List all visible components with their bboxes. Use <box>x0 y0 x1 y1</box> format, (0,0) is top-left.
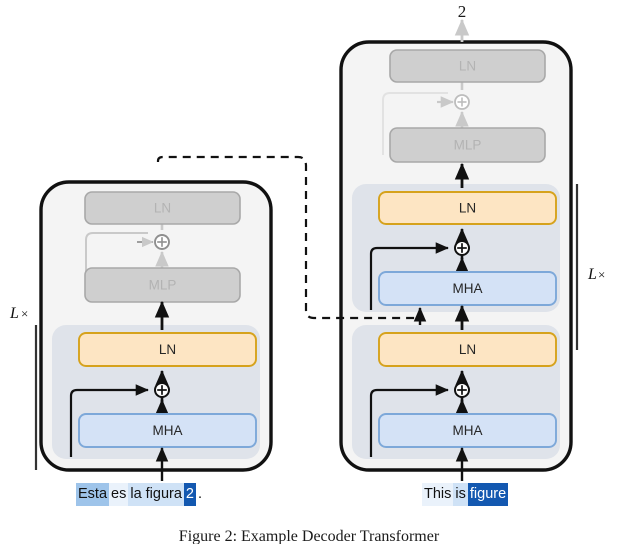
encoder-input-token: 2 <box>183 483 196 506</box>
decoder-self-residual-path <box>369 384 449 457</box>
encoder-input-token: Esta <box>76 483 110 506</box>
encoder-faded-ln-label: LN <box>154 201 171 216</box>
decoder-self-ln-box <box>378 332 557 367</box>
encoder-mha-label: MHA <box>153 423 183 438</box>
encoder-input-token: . <box>198 486 203 502</box>
decoder-self-ln-label: LN <box>459 342 476 357</box>
encoder-faded-residual-path <box>85 232 148 296</box>
figure-caption: Figure 2: Example Decoder Transformer <box>179 528 440 544</box>
decoder-faded-mlp-box <box>389 127 546 163</box>
decoder-target-block: LN MLP LN MHA <box>339 18 605 481</box>
decoder-faded-section: LN MLP <box>382 49 546 163</box>
encoder-active-section: LN MHA <box>52 300 260 459</box>
decoder-repeat-times: × <box>598 267 605 282</box>
encoder-faded-section: LN MLP <box>84 191 241 303</box>
encoder-repeat-label: L <box>9 305 19 322</box>
decoder-cross-mha-label: MHA <box>453 281 483 296</box>
decoder-faded-mlp-label: MLP <box>454 138 482 153</box>
decoder-input-token: This <box>422 483 454 506</box>
encoder-to-decoder-dashed-connector <box>156 155 420 320</box>
encoder-faded-ln-box <box>84 191 241 225</box>
decoder-input-token: is <box>453 483 468 506</box>
encoder-ln-label: LN <box>159 342 176 357</box>
encoder-ln-box <box>78 332 257 367</box>
encoder-input-token: figura <box>143 483 184 506</box>
decoder-cross-ln-label: LN <box>459 201 476 216</box>
decoder-self-mha-label: MHA <box>453 423 483 438</box>
encoder-faded-mlp-label: MLP <box>149 278 177 293</box>
encoder-mha-box <box>78 413 257 448</box>
decoder-cross-attention-section: LN MHA <box>352 162 560 328</box>
decoder-input-token-row: This is figure <box>422 483 509 506</box>
encoder-source-block: LN MLP LN MHA <box>9 180 273 481</box>
output-token: 2 <box>458 2 467 21</box>
decoder-faded-ln-label: LN <box>459 59 476 74</box>
encoder-input-token-row: Esta es la figura 2 . <box>76 483 204 506</box>
decoder-cross-ln-box <box>378 191 557 225</box>
decoder-input-token: figure <box>467 483 509 506</box>
decoder-self-mha-box <box>378 413 557 448</box>
encoder-residual-path <box>69 384 149 457</box>
encoder-input-token: es <box>109 483 129 506</box>
encoder-input-token: la <box>128 483 144 506</box>
decoder-self-attention-section: LN MHA <box>352 304 560 459</box>
decoder-faded-ln-box <box>389 49 546 83</box>
decoder-repeat-label: L <box>587 266 597 283</box>
encoder-repeat-times: × <box>21 306 28 321</box>
decoder-faded-residual-path <box>382 92 448 155</box>
decoder-cross-residual-path <box>369 242 449 310</box>
